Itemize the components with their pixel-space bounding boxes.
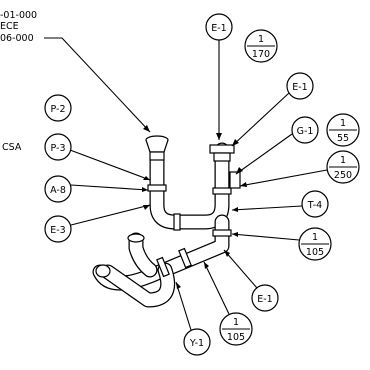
ratio-105-right: 1 105 [231,227,332,261]
callout-p2: P-2 [44,94,72,122]
pipe-open-end [95,264,111,278]
callout-g1: G-1 [235,116,319,175]
header-leader-arrow [143,125,150,132]
header-note-2: ECE [0,21,19,32]
callout-e1-low: E-1 [223,249,279,312]
ratio-170: 1 170 [244,29,278,63]
coupling-lower [156,256,170,278]
header-note-3: 06-000 [0,33,34,44]
pipe-assembly [92,135,241,308]
header-note-1: -01-000 [0,10,37,21]
ratio-170-den: 170 [252,49,270,60]
callout-t4-label: T-4 [307,200,322,211]
ratio-105-bottom: 1 105 [203,261,253,346]
callout-e1-top-label: E-1 [211,23,226,34]
ratio-55-num: 1 [340,118,346,129]
pipe-main-u [149,142,230,230]
coupling-e1 [178,247,192,269]
callout-p3-prefix: CSA [2,142,22,153]
ratio-250-num: 1 [340,155,346,166]
tee-top-cap [209,144,235,154]
callout-g1-label: G-1 [297,126,314,137]
callout-a8-label: A-8 [50,185,66,196]
ratio-55: 1 55 [326,113,360,147]
callout-e1-mid: E-1 [231,72,314,147]
ratio-105-bottom-num: 1 [233,317,239,328]
ratio-105-bottom-den: 105 [227,332,245,343]
side-branch-g1 [229,171,241,189]
callout-t4: T-4 [231,190,329,218]
callout-p3-label: P-3 [51,143,66,154]
stub-open-end [127,233,145,243]
funnel-body [145,139,169,153]
callout-p2-label: P-2 [51,104,66,115]
callout-y1: Y-1 [175,281,211,356]
ratio-105-right-num: 1 [312,232,318,243]
callout-e3-label: E-3 [50,225,65,236]
coupling-a8 [147,184,167,192]
callout-e1-low-label: E-1 [257,294,272,305]
ratio-105-right-den: 105 [306,247,324,258]
coupling-u-bottom [173,213,181,231]
funnel-neck [149,151,165,161]
ratio-250: 1 250 [239,150,360,187]
coupling-105 [212,229,232,237]
callout-a8: A-8 [44,175,149,203]
callout-e3: E-3 [44,204,151,243]
callout-e1-top: E-1 [205,13,233,140]
ratio-55-den: 55 [337,133,349,144]
callout-e1-mid-label: E-1 [292,82,307,93]
header-notes: -01-000 ECE 06-000 [0,10,151,133]
callout-y1-label: Y-1 [189,338,204,349]
coupling-t4 [212,187,232,195]
header-leader [44,37,151,133]
callout-p3: CSA P-3 [2,133,151,181]
ratio-170-num: 1 [258,34,264,45]
ratio-250-den: 250 [334,170,352,181]
